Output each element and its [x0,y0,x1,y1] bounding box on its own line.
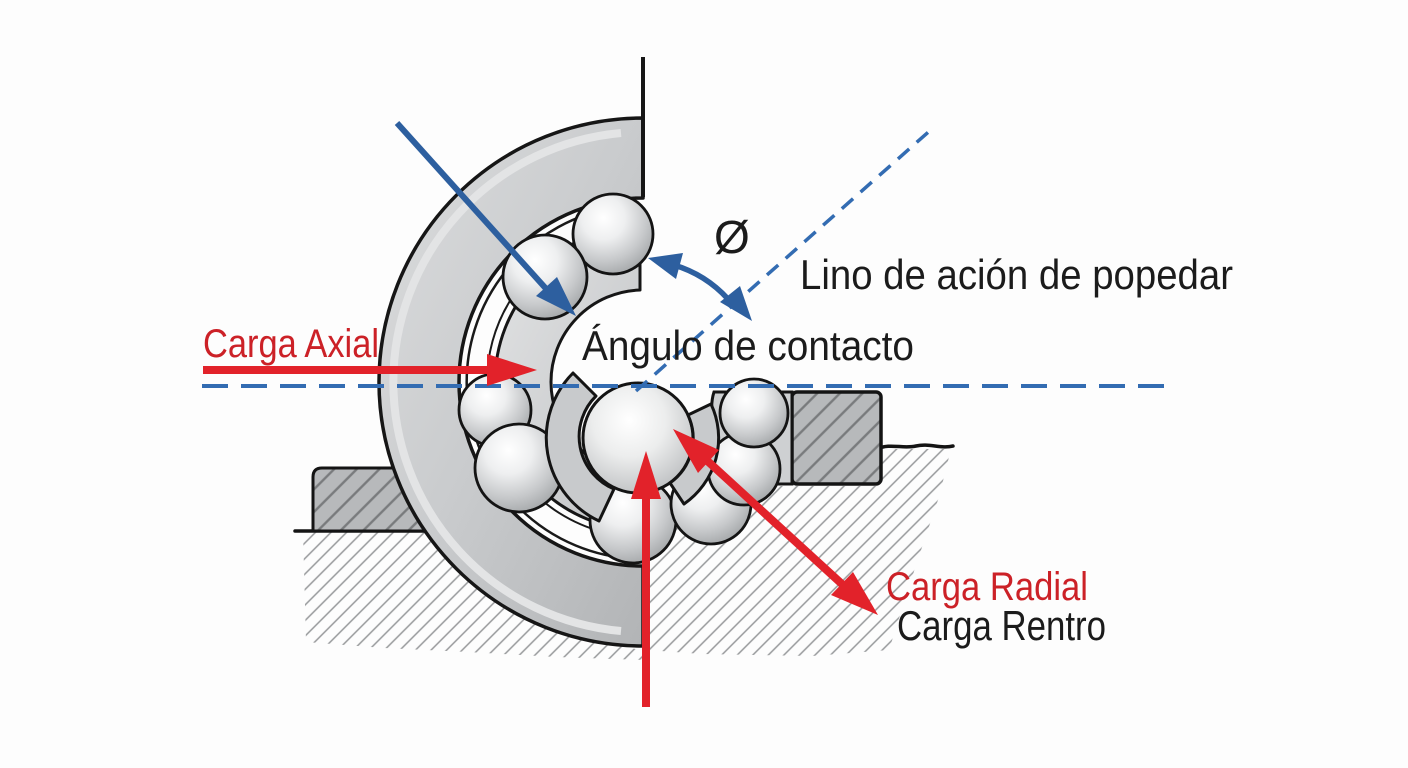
outer-ring [377,116,645,648]
radial-load-up-arrow [631,451,661,707]
ball [501,233,589,321]
labels: Carga Axial Ángulo de contacto Lino de a… [203,211,1233,649]
bearing-cross-section [377,57,790,648]
ball [718,377,790,449]
ball [571,192,655,276]
carga-rentro-label: Carga Rentro [897,602,1106,649]
carga-radial-double-arrow [673,429,878,615]
outer-ring-highlight [389,129,622,635]
shaft-section-block [790,390,883,486]
carga-radial-label: Carga Radial [886,565,1088,609]
contact-angle-arc-arrow [648,253,752,321]
carga-axial-arrow [203,354,537,386]
construction-lines [202,125,1170,393]
line-of-action-label: Lino de ación de popedar [800,251,1233,298]
contact-angle-symbol: Ø [714,211,750,263]
carga-axial-label: Carga Axial [203,322,379,366]
line-of-action-dashed [634,125,936,393]
axial-preload-arrow [394,120,576,316]
right-ground-step-line [875,443,955,451]
inner-ring-front-collar-left [544,371,616,523]
angulo-de-contacto-label: Ángulo de contacto [582,322,914,369]
